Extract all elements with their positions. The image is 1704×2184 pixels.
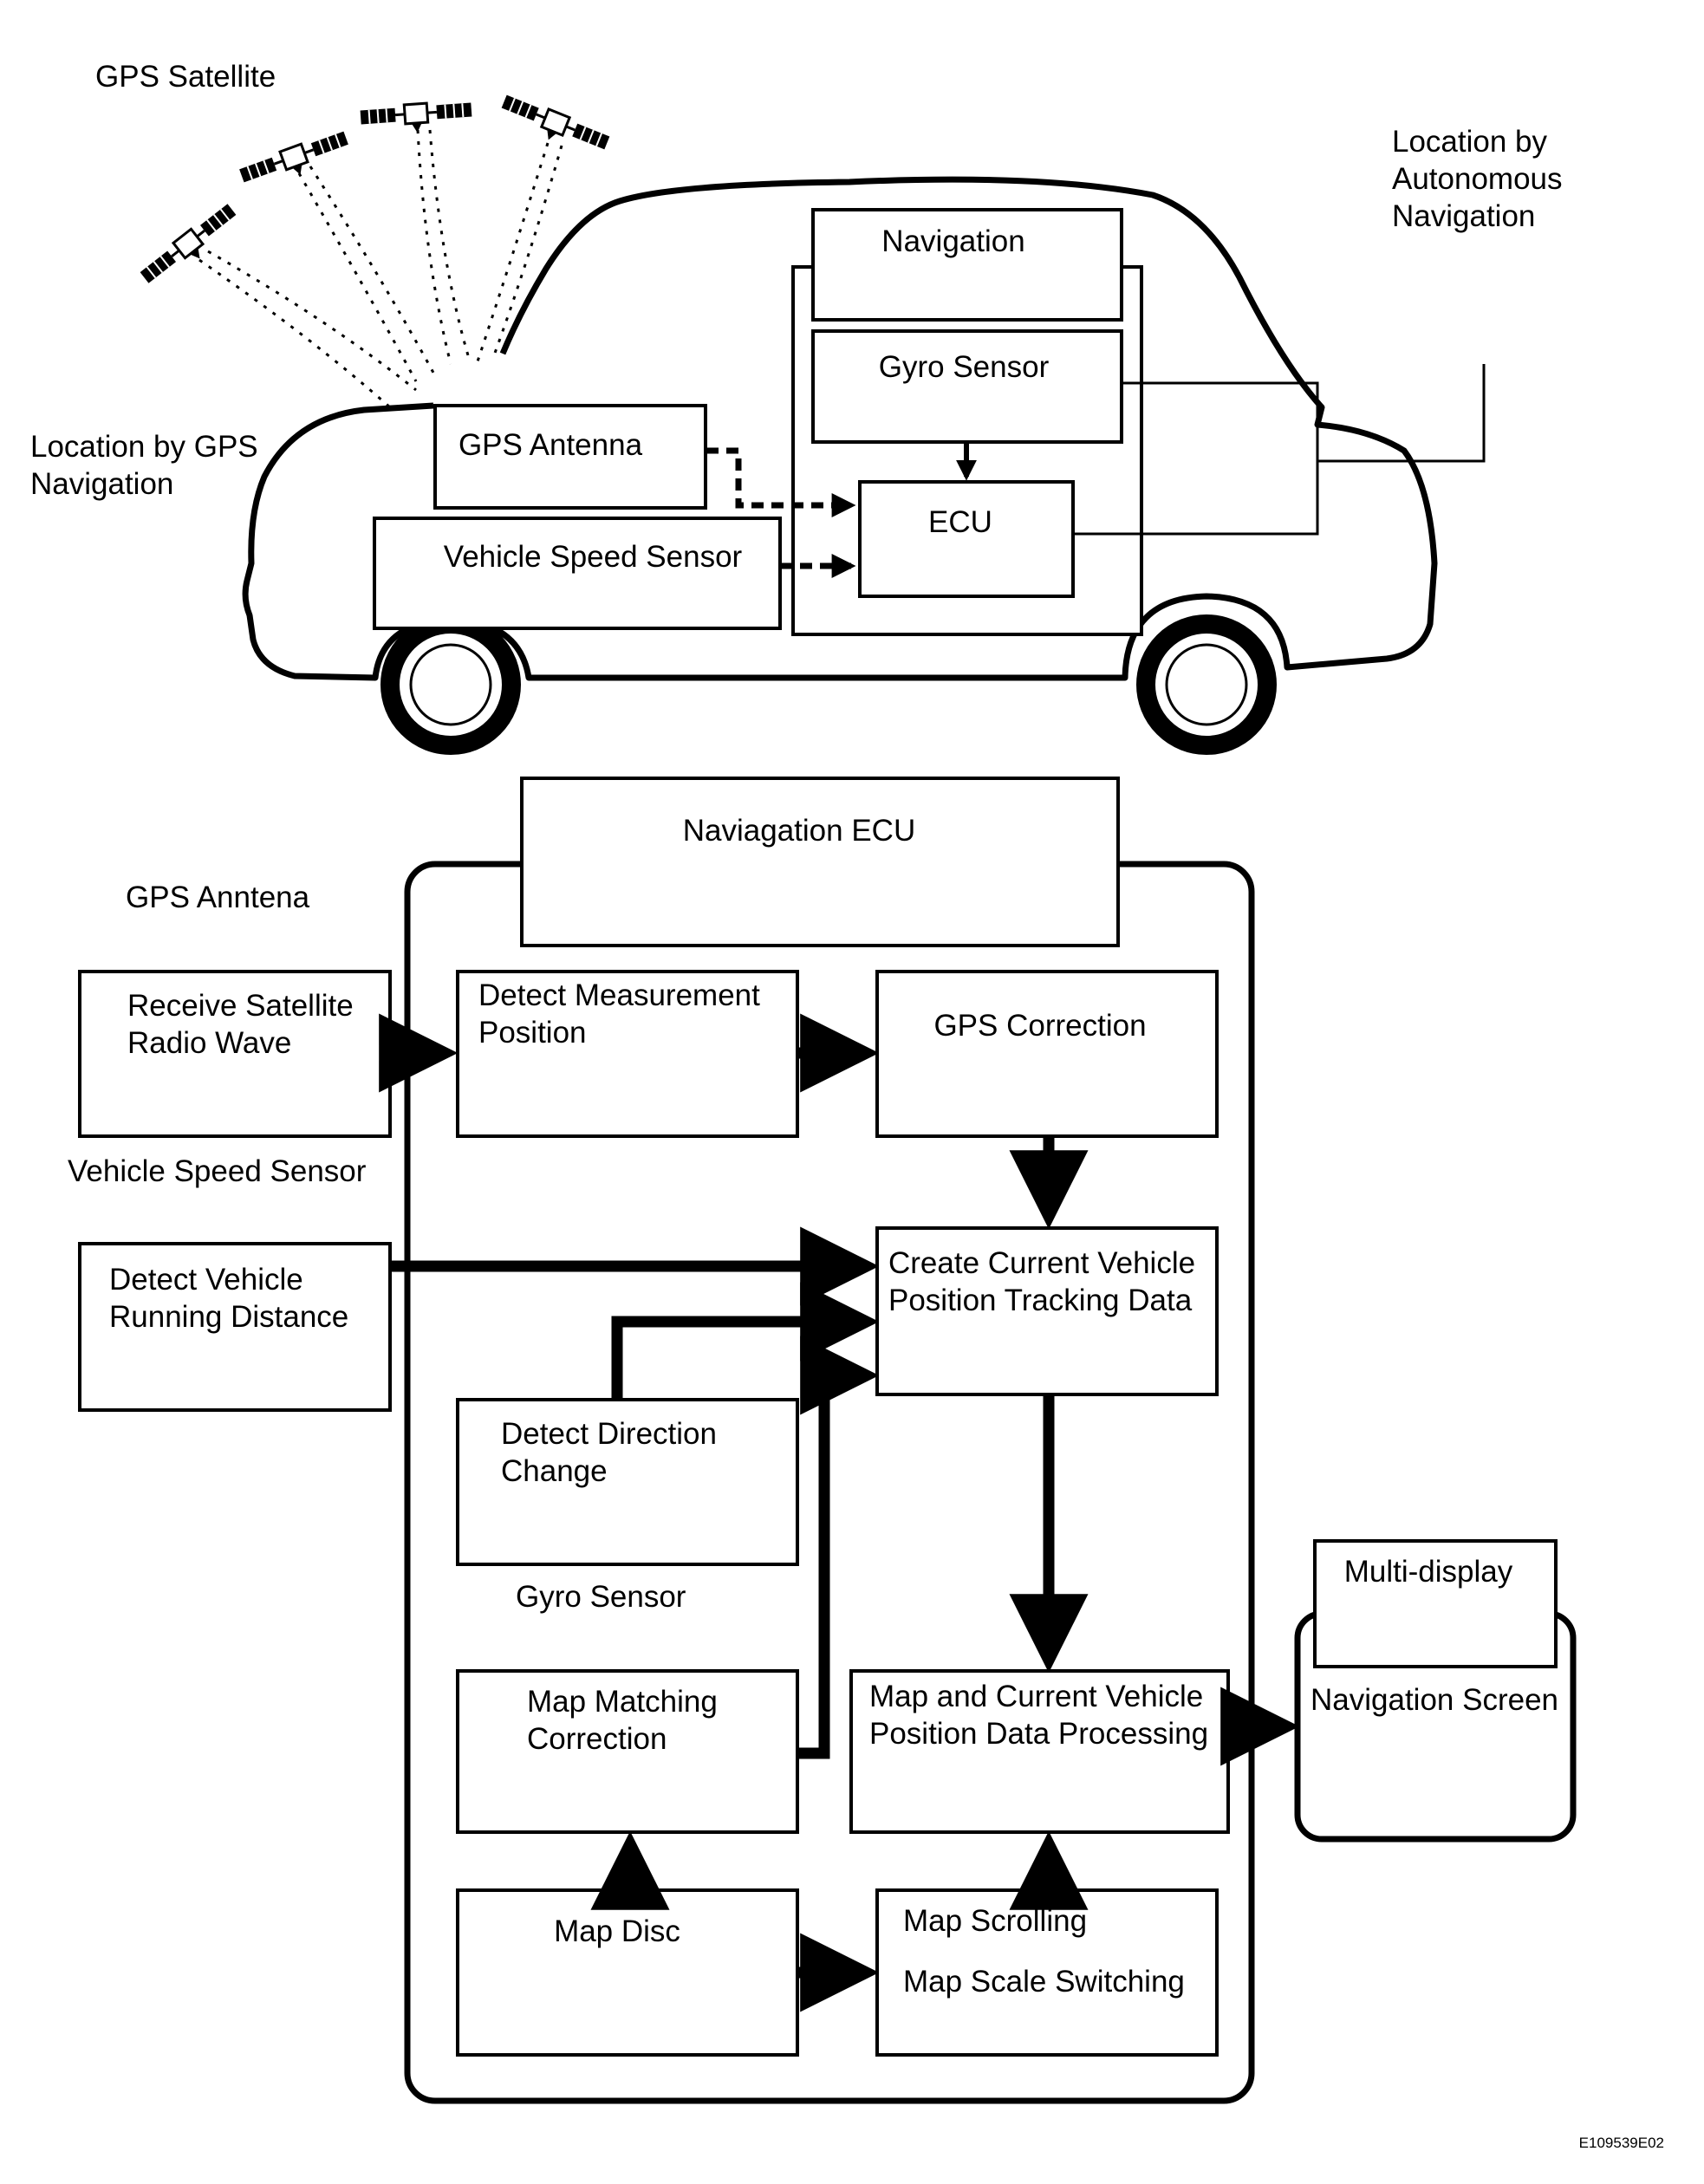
map-matching-box <box>456 1669 799 1834</box>
detect-measurement-box <box>456 970 799 1138</box>
vehicle-speed-sensor-group-label: Vehicle Speed Sensor <box>68 1154 367 1188</box>
receive-satellite-line2: Radio Wave <box>127 1026 291 1060</box>
vehicle-speed-sensor-box <box>373 517 782 630</box>
navigation-screen-label: Navigation Screen <box>1311 1683 1558 1717</box>
create-tracking-data-box <box>875 1226 1219 1396</box>
gps-correction-box <box>875 970 1219 1138</box>
gyro-sensor-group-label: Gyro Sensor <box>516 1580 686 1614</box>
map-matching-line2: Correction <box>527 1722 667 1756</box>
matching-to-tracking-arrow <box>797 1336 880 1759</box>
multi-display-label: Multi-display <box>1344 1555 1513 1589</box>
map-matching-line1: Map Matching <box>527 1685 718 1719</box>
detect-measurement-line2: Position <box>478 1016 587 1050</box>
gps-antenna-group-label: GPS Anntena <box>126 881 310 914</box>
location-autonomous-label-line2: Autonomous <box>1392 162 1563 196</box>
location-gps-label-line1: Location by GPS <box>30 430 258 464</box>
gps-antenna-box <box>433 404 707 510</box>
rear-wheel-icon <box>1136 614 1277 755</box>
detect-direction-line1: Detect Direction <box>501 1417 717 1451</box>
receive-satellite-line1: Receive Satellite <box>127 989 354 1023</box>
detect-measurement-line1: Detect Measurement <box>478 978 760 1012</box>
gps-satellite-label: GPS Satellite <box>95 60 276 94</box>
detect-running-distance-box <box>78 1242 392 1412</box>
gps-satellite-icon <box>358 99 474 138</box>
detect-direction-line2: Change <box>501 1454 608 1488</box>
navigation-ecu-title-box <box>520 777 1120 947</box>
autonomous-pointer-line <box>1317 364 1486 463</box>
create-tracking-line1: Create Current Vehicle <box>888 1246 1195 1280</box>
receive-satellite-box <box>78 970 392 1138</box>
navigation-box <box>811 208 1123 322</box>
detect-running-distance-line2: Running Distance <box>109 1300 348 1334</box>
figure-code: E109539E02 <box>1579 2135 1664 2151</box>
map-disc-label: Map Disc <box>554 1914 680 1948</box>
location-gps-label-line2: Navigation <box>30 467 173 501</box>
car-body-outline <box>242 176 1438 681</box>
map-scale-label: Map Scale Switching <box>903 1965 1185 1999</box>
gps-satellite-icon <box>237 127 354 196</box>
vehicle-speed-sensor-label: Vehicle Speed Sensor <box>444 540 743 574</box>
navigation-label: Navigation <box>881 224 1024 258</box>
map-processing-line1: Map and Current Vehicle <box>869 1680 1203 1713</box>
direction-to-tracking-arrow <box>611 1282 880 1400</box>
gps-antenna-label: GPS Antenna <box>459 428 643 462</box>
multi-display-box <box>1313 1539 1558 1668</box>
navigation-ecu-title: Naviagation ECU <box>683 814 915 848</box>
gyro-ecu-connector-line <box>1073 381 1319 536</box>
gyro-sensor-label: Gyro Sensor <box>879 350 1050 384</box>
ecu-box <box>858 480 1075 598</box>
gps-satellite-icon <box>495 91 612 162</box>
front-wheel-icon <box>380 614 521 755</box>
map-processing-line2: Position Data Processing <box>869 1717 1208 1751</box>
gps-correction-label: GPS Correction <box>933 1009 1146 1043</box>
location-autonomous-label-line3: Navigation <box>1392 199 1535 233</box>
satellite-signal-waves <box>198 129 563 409</box>
car-illustration: Navigation Gyro Sensor ECU GPS Antenna V… <box>30 60 1563 755</box>
flow-diagram: Naviagation ECU GPS Anntena Vehicle Spee… <box>68 777 1577 2104</box>
location-autonomous-label-line1: Location by <box>1392 125 1548 159</box>
create-tracking-line2: Position Tracking Data <box>888 1284 1193 1317</box>
detect-running-distance-line1: Detect Vehicle <box>109 1263 303 1297</box>
ecu-label: ECU <box>928 505 992 539</box>
map-scrolling-label: Map Scrolling <box>903 1904 1087 1938</box>
detect-direction-box <box>456 1398 799 1566</box>
gyro-sensor-box <box>811 329 1123 444</box>
gps-antenna-to-ecu-arrow <box>706 447 856 517</box>
